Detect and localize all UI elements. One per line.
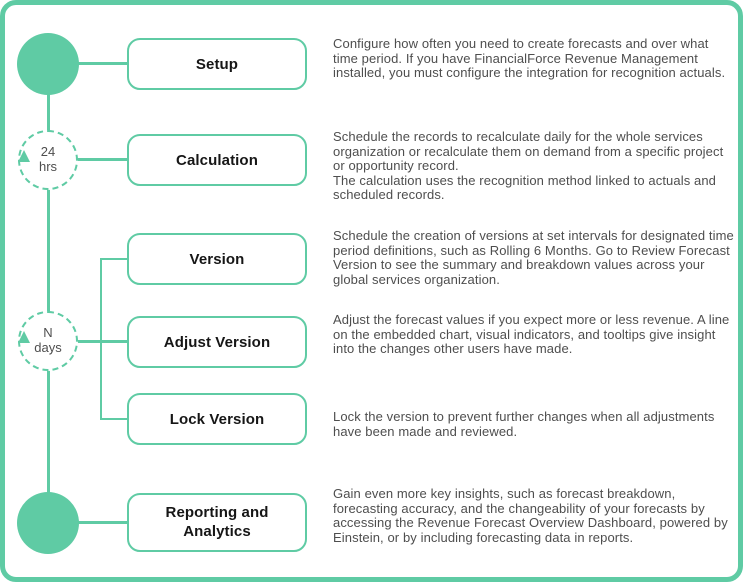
interval-circle-ndays: N days [18, 311, 78, 371]
interval-value: N [43, 325, 53, 341]
timeline-vertical-line [47, 64, 50, 524]
step-description-reporting-analytics: Gain even more key insights, such as for… [333, 486, 728, 545]
connector-reporting [70, 521, 128, 524]
timeline-start-node [17, 33, 79, 95]
connector-setup [70, 62, 128, 65]
branch-stub-lock-version [100, 418, 128, 420]
step-box-adjust-version: Adjust Version [127, 316, 307, 368]
step-label-version: Version [189, 250, 245, 268]
up-arrow-icon [18, 331, 30, 343]
step-description-calculation: Schedule the records to recalculate dail… [333, 129, 724, 203]
timeline-end-node [17, 492, 79, 554]
step-box-lock-version: Lock Version [127, 393, 307, 445]
step-label-calculation: Calculation [176, 151, 258, 169]
interval-label-24hrs: 24 hrs [39, 145, 57, 174]
interval-value: 24 [40, 144, 56, 160]
step-description-setup: Configure how often you need to create f… [333, 36, 726, 81]
step-box-reporting-analytics: Reporting and Analytics [127, 493, 307, 552]
step-description-version: Schedule the creation of versions at set… [333, 228, 734, 287]
interval-unit: hrs [38, 159, 58, 174]
step-label-reporting-analytics: Reporting and Analytics [165, 503, 269, 540]
step-box-setup: Setup [127, 38, 307, 90]
interval-unit: days [34, 340, 62, 355]
step-label-setup: Setup [195, 55, 239, 73]
up-arrow-icon [18, 150, 30, 162]
step-description-lock-version: Lock the version to prevent further chan… [333, 409, 715, 439]
step-box-version: Version [127, 233, 307, 285]
connector-calculation [72, 158, 128, 161]
branch-vertical-line [100, 258, 102, 420]
branch-stub-version [100, 258, 128, 260]
step-label-lock-version: Lock Version [169, 410, 265, 428]
step-box-calculation: Calculation [127, 134, 307, 186]
step-label-adjust-version: Adjust Version [163, 333, 271, 351]
step-description-adjust-version: Adjust the forecast values if you expect… [333, 312, 730, 357]
interval-label-ndays: N days [34, 326, 61, 355]
